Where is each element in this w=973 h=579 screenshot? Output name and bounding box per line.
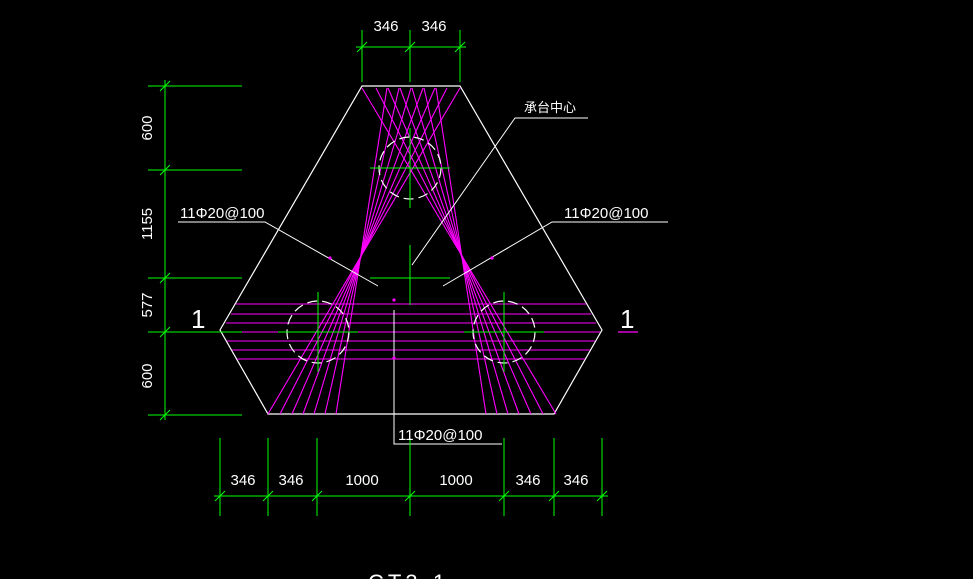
top-dimension-lines [356,30,466,82]
leader-lines [178,117,668,445]
dim-bottom-5: 346 [515,472,540,489]
pile-cap-outline [219,85,603,415]
dim-bottom-1: 346 [230,472,255,489]
cap-center-label: 承台中心 [524,101,576,116]
rebar-label-right: 11Φ20@100 [564,205,648,222]
dim-bottom-3: 1000 [345,472,378,489]
dim-bottom-2: 346 [278,472,303,489]
section-mark-left: 1 [191,304,205,334]
rebar-label-left: 11Φ20@100 [180,205,264,222]
pile-top [370,128,450,208]
bottom-dimension-lines [214,438,608,516]
dim-top-2: 346 [421,18,446,35]
dim-top-1: 346 [373,18,398,35]
section-mark-right: 1 [620,304,634,334]
drawing-title: CT3-1 [368,570,449,579]
left-dimension-lines [148,80,242,421]
dim-bottom-6: 346 [563,472,588,489]
pile-right [464,292,544,372]
rebar-right-diagonal-bundle [267,87,461,415]
dim-left-2: 1155 [139,208,156,240]
dim-bottom-4: 1000 [439,472,472,489]
rebar-label-bottom: 11Φ20@100 [398,427,482,444]
cap-center-mark [370,245,450,305]
pile-left [278,292,358,372]
dim-left-3: 577 [139,292,156,317]
rebar-left-diagonal-bundle [361,87,557,415]
dim-left-1: 600 [139,115,156,140]
dim-left-4: 600 [139,363,156,388]
leader-arrow-dots [328,256,494,360]
